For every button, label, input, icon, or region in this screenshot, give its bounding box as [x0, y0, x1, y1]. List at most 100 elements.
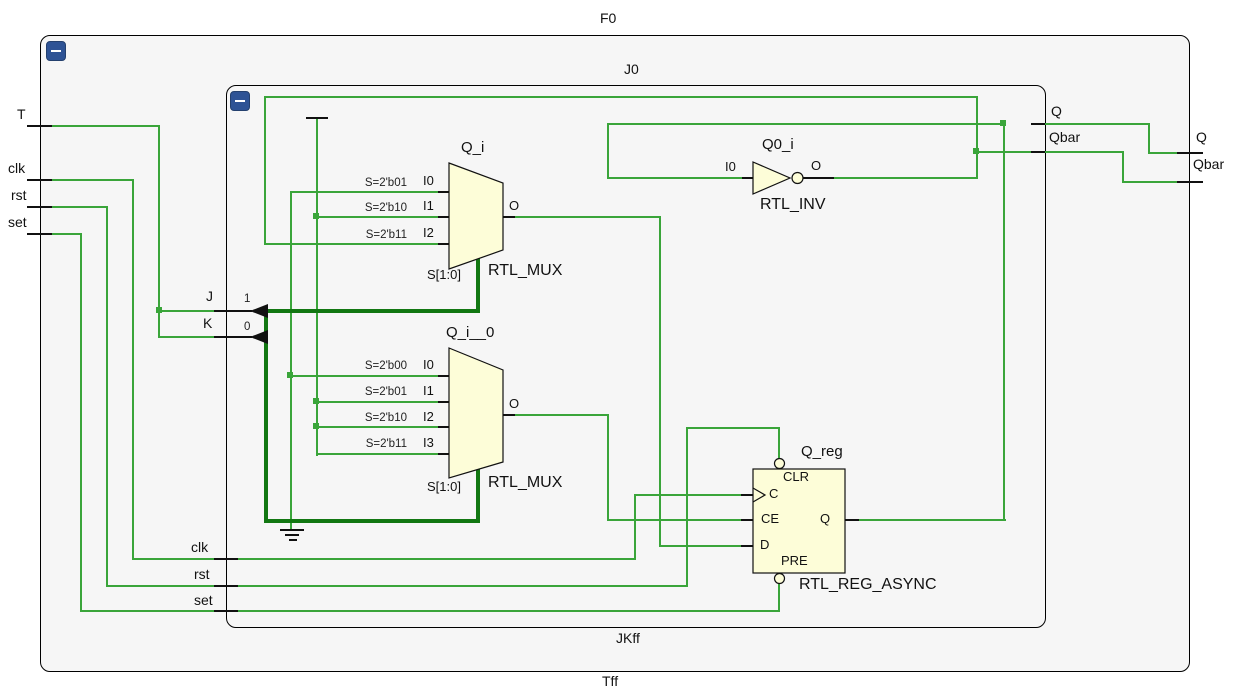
pin-stub-reg-q[interactable] [845, 519, 859, 521]
bus-s[interactable] [476, 258, 480, 313]
net-clk[interactable] [52, 179, 134, 181]
net-rst-inner[interactable] [686, 427, 688, 587]
net-const1[interactable] [316, 453, 439, 455]
net-q[interactable] [607, 177, 743, 179]
pin-stub-mux1-o[interactable] [503, 216, 515, 218]
net-t[interactable] [158, 125, 160, 338]
port-stub-set[interactable] [27, 233, 52, 235]
net-set-pre[interactable] [778, 582, 780, 612]
net-const1[interactable] [316, 401, 439, 403]
port-stub-set-inner[interactable] [214, 610, 238, 612]
pin-stub-mux1-i2[interactable] [438, 243, 450, 245]
pin-stub-mux1-i1[interactable] [438, 216, 450, 218]
net-set[interactable] [80, 610, 214, 612]
net-rst-inner[interactable] [238, 585, 688, 587]
net-const0[interactable] [290, 375, 439, 377]
net-const1[interactable] [316, 119, 318, 456]
inverter-shape[interactable] [752, 161, 792, 195]
net-qbar[interactable] [833, 177, 977, 179]
net-qbar-out[interactable] [1122, 181, 1178, 183]
net-rst[interactable] [106, 585, 214, 587]
pre-bubble-icon [773, 572, 786, 585]
pin-stub-mux2-o[interactable] [503, 414, 515, 416]
net-t-j[interactable] [158, 310, 214, 312]
mux-qi0-shape[interactable] [448, 347, 504, 479]
net-mux1-out[interactable] [659, 545, 742, 547]
port-stub-clk[interactable] [27, 179, 52, 181]
pin-stub-inv-out[interactable] [802, 177, 834, 179]
net-clk-inner[interactable] [634, 494, 636, 560]
pin-stub-mux2-i1[interactable] [438, 401, 450, 403]
net-clk-inner[interactable] [634, 494, 742, 496]
bus-s[interactable] [264, 309, 480, 313]
net-set-inner[interactable] [238, 610, 780, 612]
pin-stub-mux2-i3[interactable] [438, 453, 450, 455]
port-stub-j[interactable] [214, 310, 252, 312]
net-mux2-out[interactable] [607, 519, 742, 521]
bus-s[interactable] [264, 519, 480, 523]
pin-stub-inv-in[interactable] [742, 177, 754, 179]
port-stub-t[interactable] [27, 125, 52, 127]
net-qbar-feedback[interactable] [264, 96, 978, 98]
net-const1[interactable] [316, 216, 439, 218]
port-stub-qbar-outer[interactable] [1177, 181, 1203, 183]
net-mux2-out[interactable] [607, 414, 609, 521]
mux-qi0-sel-cond: S=2'b10 [364, 412, 407, 424]
net-mux2-out[interactable] [514, 414, 609, 416]
pin-stub-mux2-i2[interactable] [438, 426, 450, 428]
port-stub-qbar-inner[interactable] [1031, 151, 1045, 153]
net-rst-clr[interactable] [778, 427, 780, 460]
pin-stub-reg-ce[interactable] [741, 519, 754, 521]
net-t[interactable] [52, 125, 160, 127]
net-qbar[interactable] [976, 96, 978, 179]
net-clk[interactable] [132, 558, 214, 560]
port-stub-k[interactable] [214, 336, 252, 338]
net-rst[interactable] [52, 206, 108, 208]
net-qbar-out[interactable] [1044, 151, 1124, 153]
net-const0[interactable] [290, 191, 439, 193]
bus-bit-index-j: 1 [244, 293, 251, 305]
register-pin-q: Q [820, 511, 831, 526]
net-q-out[interactable] [1148, 123, 1150, 154]
net-q[interactable] [1003, 123, 1005, 521]
net-mux1-out[interactable] [659, 216, 661, 547]
pin-stub-mux2-i0[interactable] [438, 375, 450, 377]
collapse-button-jkff[interactable] [230, 91, 250, 111]
clr-bubble-icon [773, 457, 786, 470]
port-stub-q-outer[interactable] [1177, 152, 1203, 154]
port-stub-clk-inner[interactable] [214, 558, 238, 560]
port-stub-rst-inner[interactable] [214, 585, 238, 587]
mux-qi-shape[interactable] [448, 162, 504, 270]
bus-s[interactable] [476, 466, 480, 523]
net-rst[interactable] [106, 206, 108, 587]
register-shape[interactable] [752, 468, 846, 574]
pin-stub-mux1-i0[interactable] [438, 191, 450, 193]
net-const1[interactable] [316, 426, 439, 428]
register-pin-ce: CE [761, 511, 780, 526]
net-mux1-out[interactable] [514, 216, 661, 218]
bus-s[interactable] [264, 309, 268, 523]
collapse-button-tff[interactable] [46, 41, 66, 61]
net-q[interactable] [607, 123, 609, 179]
net-qbar-feedback[interactable] [264, 243, 439, 245]
pin-stub-reg-c[interactable] [741, 494, 754, 496]
net-const0[interactable] [290, 191, 292, 531]
net-rst-inner[interactable] [686, 427, 780, 429]
pin-stub-reg-d[interactable] [741, 545, 754, 547]
mux-qi-pin-label: I1 [423, 198, 434, 213]
net-qbar-feedback[interactable] [264, 96, 266, 245]
net-q[interactable] [858, 519, 1006, 521]
net-set[interactable] [52, 233, 82, 235]
net-clk[interactable] [132, 179, 134, 560]
net-q[interactable] [607, 123, 1004, 125]
net-clk-inner[interactable] [238, 558, 636, 560]
net-t-k[interactable] [158, 336, 214, 338]
module-box-jkff[interactable] [226, 85, 1046, 628]
port-stub-rst[interactable] [27, 206, 52, 208]
net-q-out[interactable] [1044, 123, 1150, 125]
net-qbar-out[interactable] [1122, 151, 1124, 183]
net-set[interactable] [80, 233, 82, 612]
net-q-out[interactable] [1148, 152, 1178, 154]
mux-qi-sel-cond: S=2'b10 [364, 202, 407, 214]
port-stub-q-inner[interactable] [1031, 123, 1045, 125]
